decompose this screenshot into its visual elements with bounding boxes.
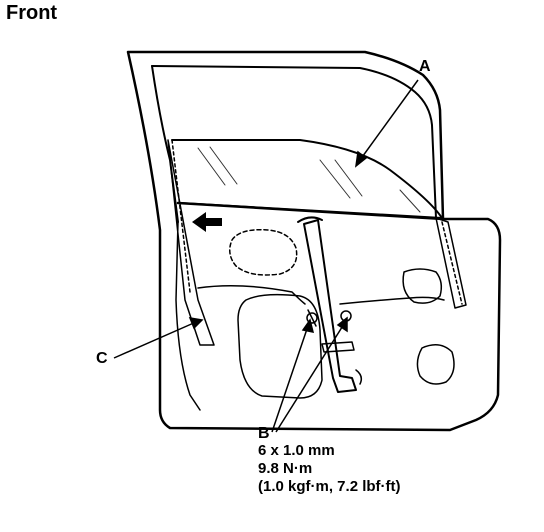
spec-size: 6 x 1.0 mm	[258, 442, 335, 459]
fastener-spec: 6 x 1.0 mm 9.8 N·m (1.0 kgf·m, 7.2 lbf·f…	[258, 442, 401, 496]
page-title: Front	[6, 2, 58, 24]
spec-torque-alt: (1.0 kgf·m, 7.2 lbf·ft)	[258, 478, 401, 495]
panel-cutout-main	[237, 293, 323, 399]
label-b: B	[258, 425, 270, 442]
regulator-rail	[303, 219, 357, 393]
spec-torque-nm: 9.8 N·m	[258, 460, 313, 477]
window-frame-inner	[151, 65, 437, 219]
label-c: C	[96, 350, 108, 367]
front-direction-arrow	[192, 212, 222, 232]
door-glass	[171, 139, 443, 219]
label-a: A	[419, 58, 431, 75]
panel-cutout-upper	[229, 228, 298, 276]
door-outer-panel	[126, 50, 502, 432]
